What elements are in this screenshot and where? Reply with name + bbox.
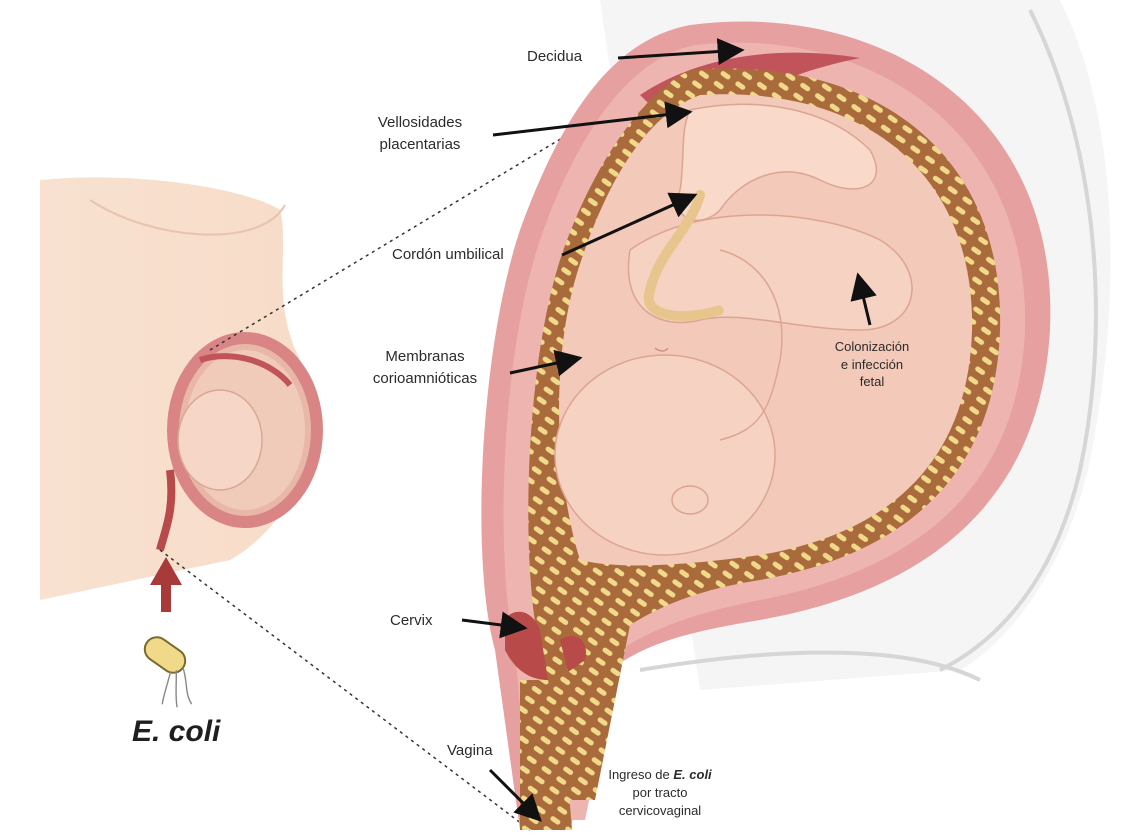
label-ingreso-line1: Ingreso de E. coli bbox=[590, 766, 730, 784]
label-ingreso-line3: cervicovaginal bbox=[590, 802, 730, 820]
label-colonizacion-line2: e infección bbox=[812, 356, 932, 374]
label-vellosidades: Vellosidades placentarias bbox=[345, 112, 495, 156]
label-vellosidades-line2: placentarias bbox=[345, 134, 495, 156]
ecoli-bacterium-icon bbox=[123, 633, 213, 719]
uterus-cross-section bbox=[481, 22, 1050, 830]
label-colonizacion: Colonización e infección fetal bbox=[812, 338, 932, 391]
label-cordon: Cordón umbilical bbox=[392, 244, 504, 266]
label-colonizacion-line1: Colonización bbox=[812, 338, 932, 356]
zoom-line-bottom bbox=[160, 550, 530, 830]
label-cervix: Cervix bbox=[390, 610, 433, 632]
label-ingreso: Ingreso de E. coli por tracto cervicovag… bbox=[590, 766, 730, 821]
label-ingreso-line2: por tracto bbox=[590, 784, 730, 802]
ecoli-title: E. coli bbox=[132, 715, 220, 749]
label-membranas-line1: Membranas bbox=[345, 346, 505, 368]
label-membranas-line2: corioamnióticas bbox=[345, 368, 505, 390]
label-vagina: Vagina bbox=[447, 740, 493, 762]
label-membranas: Membranas corioamnióticas bbox=[345, 346, 505, 390]
label-vellosidades-line1: Vellosidades bbox=[345, 112, 495, 134]
label-decidua: Decidua bbox=[527, 46, 582, 68]
label-ingreso-organism: E. coli bbox=[673, 767, 711, 782]
label-ingreso-prefix: Ingreso de bbox=[608, 767, 673, 782]
label-colonizacion-line3: fetal bbox=[812, 373, 932, 391]
